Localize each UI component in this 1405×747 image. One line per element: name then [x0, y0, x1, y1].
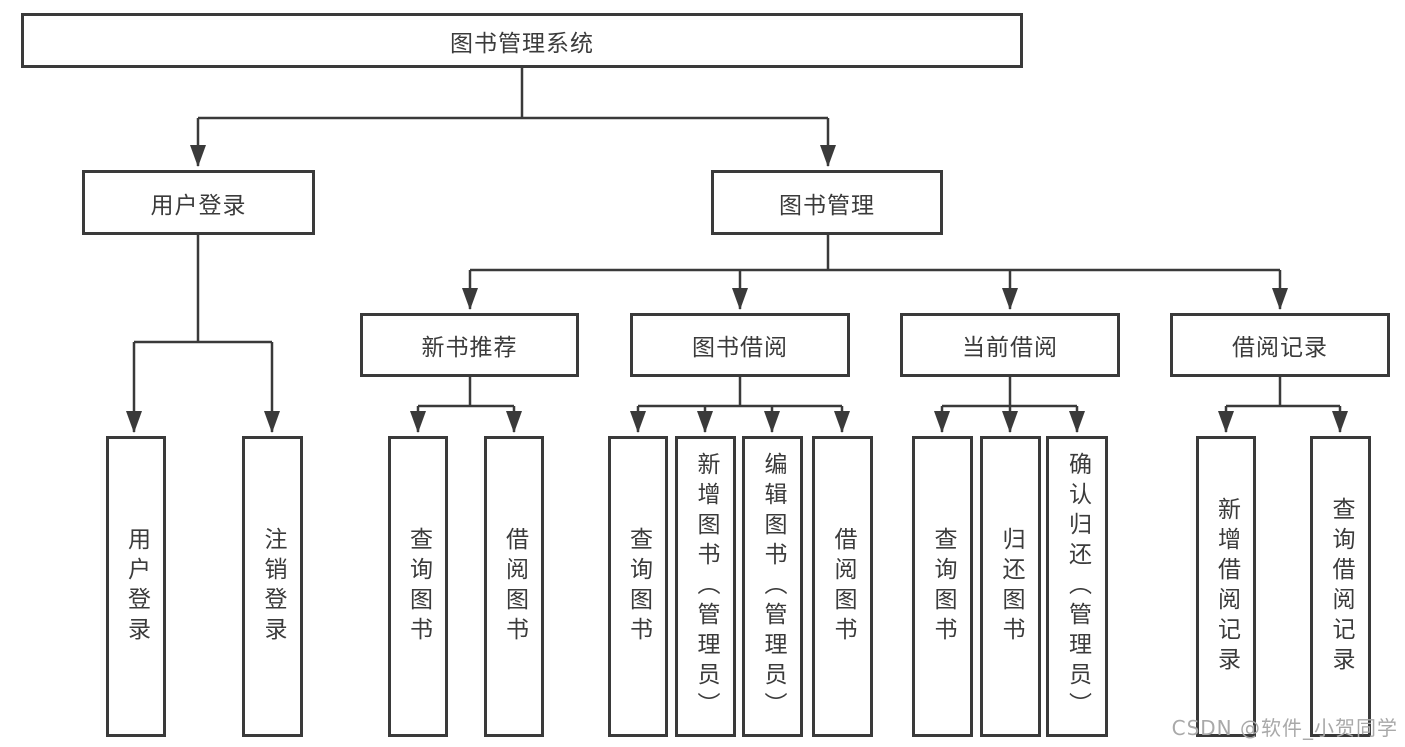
watermark-text: CSDN @软件_小贺同学: [1171, 716, 1398, 740]
node-library-management-system: 图书管理系统: [21, 13, 1023, 68]
leaf-add-borrow-record: 新增借阅记录: [1196, 436, 1256, 737]
leaf-return-books: 归还图书: [980, 436, 1041, 737]
leaf-user-login: 用户登录: [106, 436, 166, 737]
node-current-borrowing: 当前借阅: [900, 313, 1120, 377]
leaf-confirm-return-admin: 确认归还（管理员）: [1046, 436, 1108, 737]
leaf-query-books-current: 查询图书: [912, 436, 973, 737]
leaf-query-borrow-record: 查询借阅记录: [1310, 436, 1371, 737]
node-book-management: 图书管理: [711, 170, 943, 235]
node-user-login: 用户登录: [82, 170, 315, 235]
leaf-borrow-books-recommend: 借阅图书: [484, 436, 544, 737]
leaf-query-books-borrowing: 查询图书: [608, 436, 668, 737]
leaf-logout-login: 注销登录: [242, 436, 303, 737]
node-new-book-recommendation: 新书推荐: [360, 313, 579, 377]
node-book-borrowing: 图书借阅: [630, 313, 850, 377]
leaf-borrow-books-borrowing: 借阅图书: [812, 436, 873, 737]
node-borrowing-records: 借阅记录: [1170, 313, 1390, 377]
leaf-add-books-admin: 新增图书（管理员）: [675, 436, 736, 737]
leaf-edit-books-admin: 编辑图书（管理员）: [742, 436, 803, 737]
leaf-query-books-recommend: 查询图书: [388, 436, 448, 737]
